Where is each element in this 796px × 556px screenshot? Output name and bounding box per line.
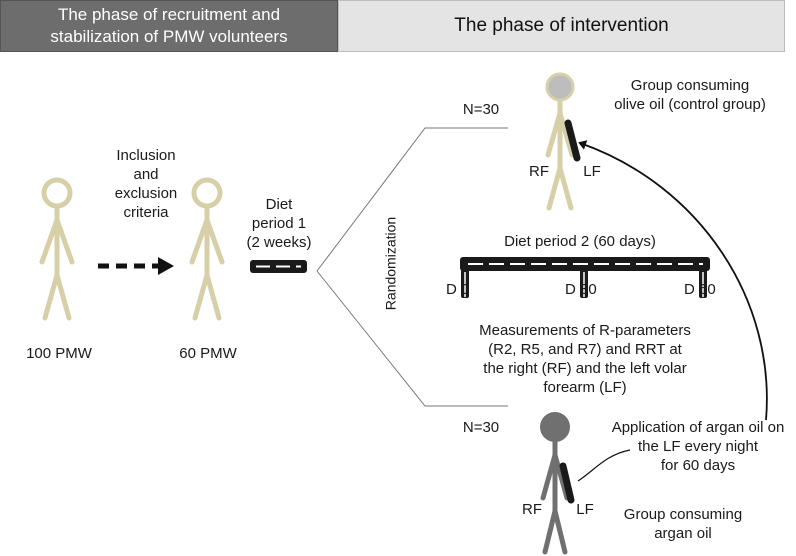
recruitment-phase-header: The phase of recruitment and stabilizati… bbox=[0, 0, 338, 52]
diet1-line-1: Diet bbox=[265, 196, 293, 213]
count-start-label: 100 PMW bbox=[26, 345, 92, 362]
application-pointer bbox=[577, 449, 631, 482]
diet-period-2-label: Diet period 2 (60 days) bbox=[504, 233, 656, 250]
recruitment-phase-line-2: stabilization of PMW volunteers bbox=[50, 27, 288, 46]
randomization-branches bbox=[316, 127, 508, 407]
figure-60-pmw bbox=[189, 177, 225, 321]
intervention-phase-header: The phase of intervention bbox=[338, 0, 785, 52]
measurements-line-2: (R2, R5, and R7) and RRT at bbox=[488, 341, 682, 358]
curved-arrow bbox=[578, 140, 768, 421]
day-60-label: D 60 bbox=[684, 281, 716, 298]
inclusion-line-2: and bbox=[133, 166, 159, 183]
figure-control-group bbox=[545, 72, 581, 211]
measurements-line-3: the right (RF) and the left volar bbox=[483, 360, 687, 377]
control-group-line-1: Group consuming bbox=[630, 77, 750, 94]
inclusion-line-3: exclusion bbox=[114, 185, 178, 202]
lf-bottom-label: LF bbox=[576, 501, 594, 518]
figure-100-pmw bbox=[39, 177, 75, 321]
lf-top-label: LF bbox=[583, 163, 601, 180]
inclusion-criteria-label: Inclusion and exclusion criteria bbox=[96, 146, 196, 222]
intervention-phase-title: The phase of intervention bbox=[454, 15, 669, 36]
argan-group-line-2: argan oil bbox=[654, 525, 712, 542]
control-group-label: Group consuming olive oil (control group… bbox=[600, 76, 780, 114]
application-label: Application of argan oil on the LF every… bbox=[600, 418, 796, 475]
measurements-label: Measurements of R-parameters (R2, R5, an… bbox=[440, 321, 730, 397]
figure-argan-group bbox=[540, 412, 575, 555]
n-bottom-label: N=30 bbox=[462, 419, 500, 436]
count-after-label: 60 PMW bbox=[179, 345, 237, 362]
diet-period-2-bar bbox=[460, 257, 710, 298]
measurements-line-1: Measurements of R-parameters bbox=[479, 322, 691, 339]
day-0-label: D 0 bbox=[446, 281, 470, 298]
rf-top-label: RF bbox=[529, 163, 549, 180]
measurements-line-4: forearm (LF) bbox=[543, 379, 627, 396]
diet1-line-3: (2 weeks) bbox=[246, 234, 312, 251]
recruitment-phase-line-1: The phase of recruitment and bbox=[57, 5, 281, 24]
application-line-3: for 60 days bbox=[660, 457, 736, 474]
application-line-1: Application of argan oil on bbox=[611, 419, 785, 436]
day-30-label: D 30 bbox=[565, 281, 597, 298]
diet1-line-2: period 1 bbox=[251, 215, 307, 232]
rf-bottom-label: RF bbox=[522, 501, 542, 518]
n-top-label: N=30 bbox=[462, 101, 500, 118]
inclusion-line-1: Inclusion bbox=[116, 147, 176, 164]
diet-period-1-label: Diet period 1 (2 weeks) bbox=[236, 195, 322, 252]
inclusion-line-4: criteria bbox=[123, 204, 169, 221]
randomization-label: Randomization bbox=[382, 216, 399, 311]
control-group-line-2: olive oil (control group) bbox=[614, 96, 766, 113]
argan-group-label: Group consuming argan oil bbox=[608, 505, 758, 543]
inclusion-arrow bbox=[98, 257, 174, 275]
argan-group-line-1: Group consuming bbox=[623, 506, 743, 523]
application-line-2: the LF every night bbox=[637, 438, 759, 455]
diet-period-1-bar bbox=[250, 260, 307, 273]
